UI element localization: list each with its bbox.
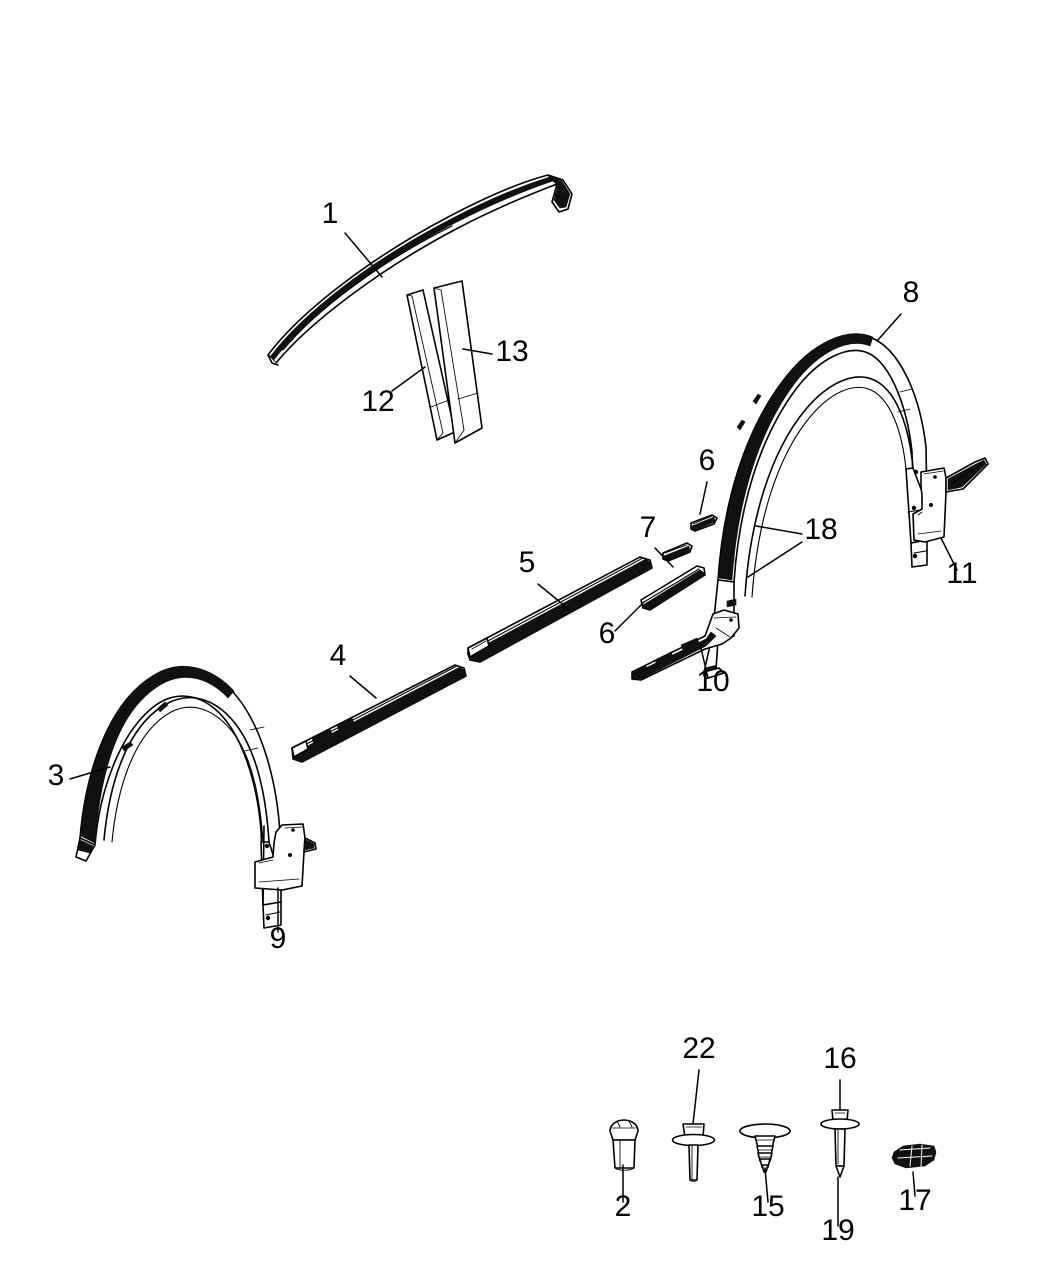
part-flare-seal-set[interactable] xyxy=(723,393,762,608)
callout-leader-10 xyxy=(699,643,709,679)
callout-leader-6 xyxy=(699,481,708,515)
callout-layer: 1 12 13 8 6 7 18 11 5 6 10 4 3 9 22 16 2 15 19 17 xyxy=(48,197,978,1247)
callout-13[interactable]: 13 xyxy=(462,335,529,368)
callout-number-11: 11 xyxy=(946,557,977,590)
callout-number-19: 19 xyxy=(821,1214,854,1247)
callout-number-22: 22 xyxy=(682,1032,715,1065)
part-moulding-end-cap[interactable] xyxy=(662,542,693,562)
callout-number-10: 10 xyxy=(696,665,729,698)
part-b-pillar-applique-rear[interactable] xyxy=(433,280,483,444)
part-christmas-tree-clip[interactable] xyxy=(739,1123,791,1173)
callout-number-12: 12 xyxy=(361,385,394,418)
callout-number-6b: 6 xyxy=(599,617,616,650)
callout-number-1: 1 xyxy=(322,197,339,230)
push-pin-rivet-pin xyxy=(834,1128,846,1167)
callout-leader-4 xyxy=(349,675,377,699)
callout-5[interactable]: 5 xyxy=(519,546,572,612)
callout-10[interactable]: 10 xyxy=(696,643,730,698)
callout-18[interactable]: 18 xyxy=(747,513,838,578)
part-u-nut-clip[interactable] xyxy=(891,1143,937,1169)
callout-number-16: 16 xyxy=(823,1042,856,1075)
callout-6[interactable]: 6 xyxy=(699,444,716,515)
callout-3[interactable]: 3 xyxy=(48,759,111,792)
callout-1[interactable]: 1 xyxy=(322,197,383,278)
callout-leader-7 xyxy=(654,547,674,568)
callout-leader-22 xyxy=(692,1069,700,1125)
callout-9[interactable]: 9 xyxy=(270,887,287,955)
callout-2[interactable]: 2 xyxy=(615,1164,632,1223)
callout-number-9: 9 xyxy=(270,922,287,955)
callout-number-5: 5 xyxy=(519,546,536,579)
callout-4[interactable]: 4 xyxy=(330,639,377,699)
callout-leader-12 xyxy=(391,366,426,392)
callout-leader-11 xyxy=(940,537,958,571)
callout-leader-3 xyxy=(69,766,111,780)
part-splash-shield-right[interactable] xyxy=(912,457,989,543)
callout-leader-17 xyxy=(912,1171,916,1197)
callout-number-2: 2 xyxy=(615,1190,632,1223)
part-body-side-moulding-front[interactable] xyxy=(291,664,467,763)
part-sill-moulding-extension[interactable] xyxy=(631,609,740,681)
callout-17[interactable]: 17 xyxy=(898,1171,932,1217)
callout-number-6: 6 xyxy=(699,444,716,477)
callout-11[interactable]: 11 xyxy=(940,537,978,590)
callout-number-13: 13 xyxy=(495,335,528,368)
callout-8[interactable]: 8 xyxy=(876,276,920,342)
part-body-side-moulding-rear[interactable] xyxy=(467,556,653,663)
callout-16[interactable]: 16 xyxy=(823,1042,857,1111)
part-moulding-retainer-lower[interactable] xyxy=(640,565,706,611)
callout-number-8: 8 xyxy=(903,276,920,309)
callout-leader-8 xyxy=(876,313,902,342)
callout-leader-6b xyxy=(614,601,645,632)
callout-number-3: 3 xyxy=(48,759,65,792)
callout-7[interactable]: 7 xyxy=(640,511,674,568)
part-push-pin-rivet[interactable] xyxy=(820,1109,860,1178)
part-front-wheel-opening-flare-left[interactable] xyxy=(75,666,282,929)
callout-number-15: 15 xyxy=(751,1190,784,1223)
part-mud-flap-left[interactable] xyxy=(254,823,317,891)
callout-leader-1 xyxy=(344,232,383,278)
callout-19[interactable]: 19 xyxy=(821,1176,855,1247)
callout-leader-15 xyxy=(764,1167,769,1203)
callout-leader-13 xyxy=(462,348,493,355)
callout-leader-5 xyxy=(537,583,572,612)
part-moulding-retainer-upper[interactable] xyxy=(690,514,718,532)
part-screw-and-washer-long[interactable] xyxy=(671,1123,716,1182)
part-shoulder-bolt[interactable] xyxy=(609,1119,639,1171)
callout-12[interactable]: 12 xyxy=(361,366,426,418)
callout-leader-18 xyxy=(747,525,803,578)
callout-number-7: 7 xyxy=(640,511,657,544)
callout-number-18: 18 xyxy=(804,513,837,546)
callout-6b[interactable]: 6 xyxy=(599,601,645,650)
callout-number-17: 17 xyxy=(898,1184,931,1217)
callout-15[interactable]: 15 xyxy=(751,1167,785,1223)
callout-22[interactable]: 22 xyxy=(682,1032,716,1125)
callout-number-4: 4 xyxy=(330,639,347,672)
part-roof-drip-moulding[interactable] xyxy=(267,174,573,366)
